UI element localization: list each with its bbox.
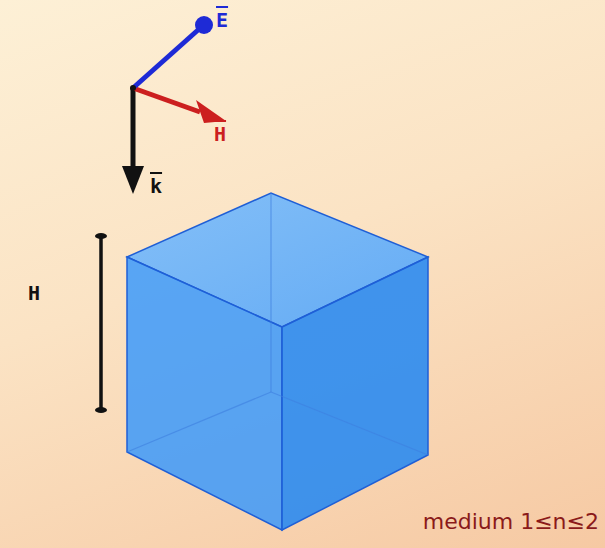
medium-label: medium 1≤n≤2	[423, 511, 599, 533]
height-dimension	[95, 233, 107, 413]
h-field-label: H	[214, 124, 226, 144]
height-label: H	[28, 283, 40, 303]
e-field-label: E	[216, 10, 228, 30]
cube	[127, 193, 428, 530]
k-vector-label: k	[150, 176, 162, 196]
field-vectors	[122, 16, 226, 194]
